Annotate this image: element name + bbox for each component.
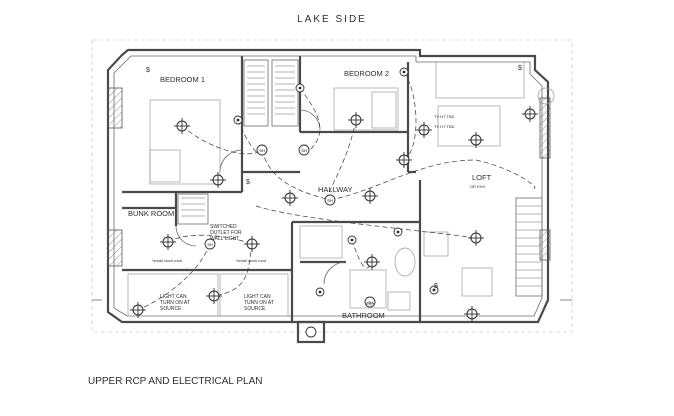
wall-sconce-icon xyxy=(233,115,243,125)
ceiling-light-icon xyxy=(521,105,539,123)
wall-sconce-icon xyxy=(347,235,357,245)
plan-caption: UPPER RCP AND ELECTRICAL PLAN xyxy=(88,376,263,387)
switch-icons: $ $ $ $ xyxy=(146,65,522,290)
room-label-loft: LOFT xyxy=(472,173,492,182)
page-title: LAKE SIDE xyxy=(297,14,367,25)
ceiling-light-icon xyxy=(159,233,177,251)
exterior-walls xyxy=(106,48,550,324)
svg-text:SWITCHED: SWITCHED xyxy=(210,224,237,230)
ceiling-light-icon xyxy=(205,287,223,305)
svg-text:SOURCE: SOURCE xyxy=(244,306,266,312)
ceiling-light-icon xyxy=(243,235,261,253)
ceiling-light-icon xyxy=(467,131,485,149)
exhaust-fan-icon xyxy=(298,144,310,156)
switch-icon: $ xyxy=(146,67,150,74)
wall-hatch-left-lower xyxy=(107,229,123,267)
switch-icon: $ xyxy=(434,283,438,290)
ceiling-light-icon xyxy=(347,111,365,129)
property-line xyxy=(91,39,573,333)
switch-icon: $ xyxy=(246,179,250,186)
svg-text:TURN ON AT: TURN ON AT xyxy=(160,300,190,306)
note-light-can-right: LIGHT CAN TURN ON AT SOURCE xyxy=(244,294,274,312)
interior-walls xyxy=(122,56,422,322)
svg-text:SOURCE: SOURCE xyxy=(160,306,182,312)
ceiling-light-icon xyxy=(415,121,433,139)
closets xyxy=(177,59,299,225)
wall-sconce-icon xyxy=(295,83,305,93)
room-label-bedroom1: BEDROOM 1 xyxy=(160,75,205,84)
note-switched-outlet: SWITCHED OUTLET FOR WALL LIGHT xyxy=(210,224,242,242)
room-label-bathroom: BATHROOM xyxy=(342,311,385,320)
svg-text:LIGHT CAN: LIGHT CAN xyxy=(160,294,187,300)
bay-projection xyxy=(296,320,326,344)
wall-sconce-icon xyxy=(315,287,325,297)
ceiling-light-icon xyxy=(463,305,481,323)
note-tv-height-2: TV HT TBD xyxy=(434,124,455,129)
ceiling-light-icon xyxy=(281,189,299,207)
wall-sconce-icon xyxy=(399,67,409,77)
wall-sconce-icon xyxy=(393,227,403,237)
svg-text:LIGHT CAN: LIGHT CAN xyxy=(244,294,271,300)
note-loft-tag: OR EXH xyxy=(470,184,485,189)
note-small-lamp-left: *small clock mod xyxy=(152,258,182,263)
wiring-runs xyxy=(137,71,536,311)
note-exh-fan: EXH xyxy=(366,301,374,306)
svg-text:TURN ON AT: TURN ON AT xyxy=(244,300,274,306)
svg-text:WALL LIGHT: WALL LIGHT xyxy=(210,236,239,242)
ceiling-light-icon xyxy=(209,171,227,189)
wall-hatch-right xyxy=(539,97,551,159)
room-label-hallway: HALLWAY xyxy=(318,185,352,194)
note-small-lamp-right: *small clock mod xyxy=(236,258,266,263)
stairs xyxy=(515,197,543,297)
room-label-bunk-room: BUNK ROOM xyxy=(128,209,174,218)
wall-hatch-left xyxy=(107,87,123,129)
ceiling-light-icon xyxy=(395,151,413,169)
room-label-bedroom2: BEDROOM 2 xyxy=(344,69,389,78)
ceiling-light-icon xyxy=(173,117,191,135)
exhaust-fan-icon xyxy=(256,144,268,156)
wall-hatch-right-lower xyxy=(539,229,551,261)
ceiling-light-icon xyxy=(467,229,485,247)
svg-text:OUTLET FOR: OUTLET FOR xyxy=(210,230,242,236)
note-light-can-left: LIGHT CAN TURN ON AT SOURCE xyxy=(160,294,190,312)
exhaust-fan-icon xyxy=(324,194,336,206)
note-tv-height-1: TV HT TBD xyxy=(434,114,455,119)
switch-icon: $ xyxy=(518,65,522,72)
ceiling-lights xyxy=(129,105,539,323)
